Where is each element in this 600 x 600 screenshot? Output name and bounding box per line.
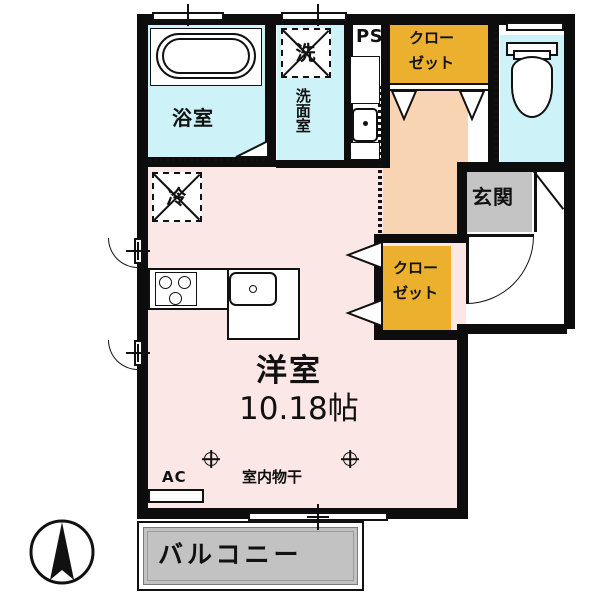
wall-right-of-main: [457, 324, 468, 519]
room-name-label: 洋室: [256, 353, 322, 389]
toilet-bowl: [511, 56, 553, 118]
north-arrow-icon: [29, 519, 95, 585]
threshold-toilet-left: [494, 32, 498, 162]
door-arc-kitchen-window: [108, 238, 138, 268]
pipe-space-label: PS: [356, 26, 384, 47]
genkan-label: 玄関: [472, 185, 514, 209]
window-bath-top-tick-h: [178, 12, 198, 14]
closet-top-label-line2: ゼット: [409, 54, 455, 72]
washing-machine-space: 洗: [281, 28, 331, 78]
drying-hook-left: [204, 452, 218, 466]
air-conditioner-unit: [148, 489, 204, 503]
bath-door-swing: [235, 139, 269, 158]
balcony-label: バルコニー: [158, 540, 303, 569]
window-bath-top-tick: [187, 4, 189, 26]
window-washroom-top-tick-h: [308, 12, 328, 14]
wall-bath-bottom: [137, 157, 276, 167]
closet-bottom-door-top: [345, 240, 383, 270]
threshold-hall-left: [378, 86, 382, 236]
wall-left-upper: [137, 14, 148, 167]
window-balcony-tick-h: [307, 516, 329, 518]
closet-top-door-track: [390, 83, 488, 91]
wall-genkan-left: [457, 162, 467, 242]
room-genkan-fill: [466, 170, 532, 232]
closet-bottom-label-line1: クロー: [393, 259, 439, 277]
window-toilet-top: [506, 22, 564, 31]
stove-burner-3: [169, 292, 182, 305]
wall-washroom-right: [344, 14, 353, 162]
refrigerator-space: 冷: [152, 172, 202, 222]
room-size-label: 10.18帖: [239, 391, 359, 427]
wall-entry-bottom: [457, 324, 567, 334]
wall-hall-bottom-strip: [374, 234, 467, 243]
drying-hook-right: [343, 452, 357, 466]
wall-right-lower: [564, 170, 575, 234]
wall-entry-right: [564, 234, 575, 329]
refrigerator-label: 冷: [166, 185, 188, 209]
kitchen-sink-drain: [249, 285, 257, 293]
window-left-kitchen-tick-v: [137, 242, 139, 260]
stove-burner-2: [178, 276, 191, 289]
wall-hall-right-toilet: [488, 14, 499, 172]
washroom-counter-lower: [350, 142, 380, 160]
vanity-sink-basin: [352, 108, 378, 142]
closet-bottom-label-line2: ゼット: [393, 284, 439, 302]
room-hallway-fill-2: [383, 150, 463, 242]
wall-ps-right: [381, 14, 390, 168]
wall-top: [137, 14, 575, 25]
window-washroom-top-tick: [317, 4, 319, 26]
door-arc-room-window: [108, 340, 138, 370]
stove-burner-1: [159, 276, 172, 289]
window-left-room-tick-v: [137, 344, 139, 362]
wall-closet-bottom: [374, 330, 460, 340]
closet-top-fill: [390, 25, 488, 83]
wall-bath-right: [265, 14, 276, 167]
genkan-outer-door-line: [534, 170, 537, 232]
wall-toilet-right-edge: [564, 14, 575, 172]
balcony-fill: [143, 527, 358, 585]
closet-bottom-door-bottom: [345, 298, 383, 328]
washing-machine-label: 洗: [295, 41, 317, 65]
ac-label: AC: [162, 468, 187, 486]
balcony-outline: [137, 521, 364, 591]
wall-hall-left-lower: [374, 242, 383, 336]
washroom-label: 洗面室: [293, 88, 312, 133]
balcony-inner-outline: [147, 531, 354, 581]
closet-top-fold-marks: [390, 90, 486, 122]
bath-label: 浴室: [172, 106, 214, 130]
washroom-counter-upper: [350, 56, 380, 104]
bathtub-inner: [162, 38, 250, 74]
closet-top-label-line1: クロー: [409, 29, 455, 47]
genkan-door-leaf: [466, 234, 534, 237]
threshold-bath-doorway: [148, 158, 266, 162]
indoor-drying-label: 室内物干: [242, 468, 303, 486]
vanity-sink-drain: [363, 121, 368, 126]
closet-bottom-fill: [383, 246, 451, 336]
ps-shaft-fill: [352, 24, 382, 54]
wall-washroom-bottom: [276, 160, 383, 168]
genkan-door-hinge: [466, 234, 469, 304]
wall-genkan-top: [457, 162, 565, 172]
